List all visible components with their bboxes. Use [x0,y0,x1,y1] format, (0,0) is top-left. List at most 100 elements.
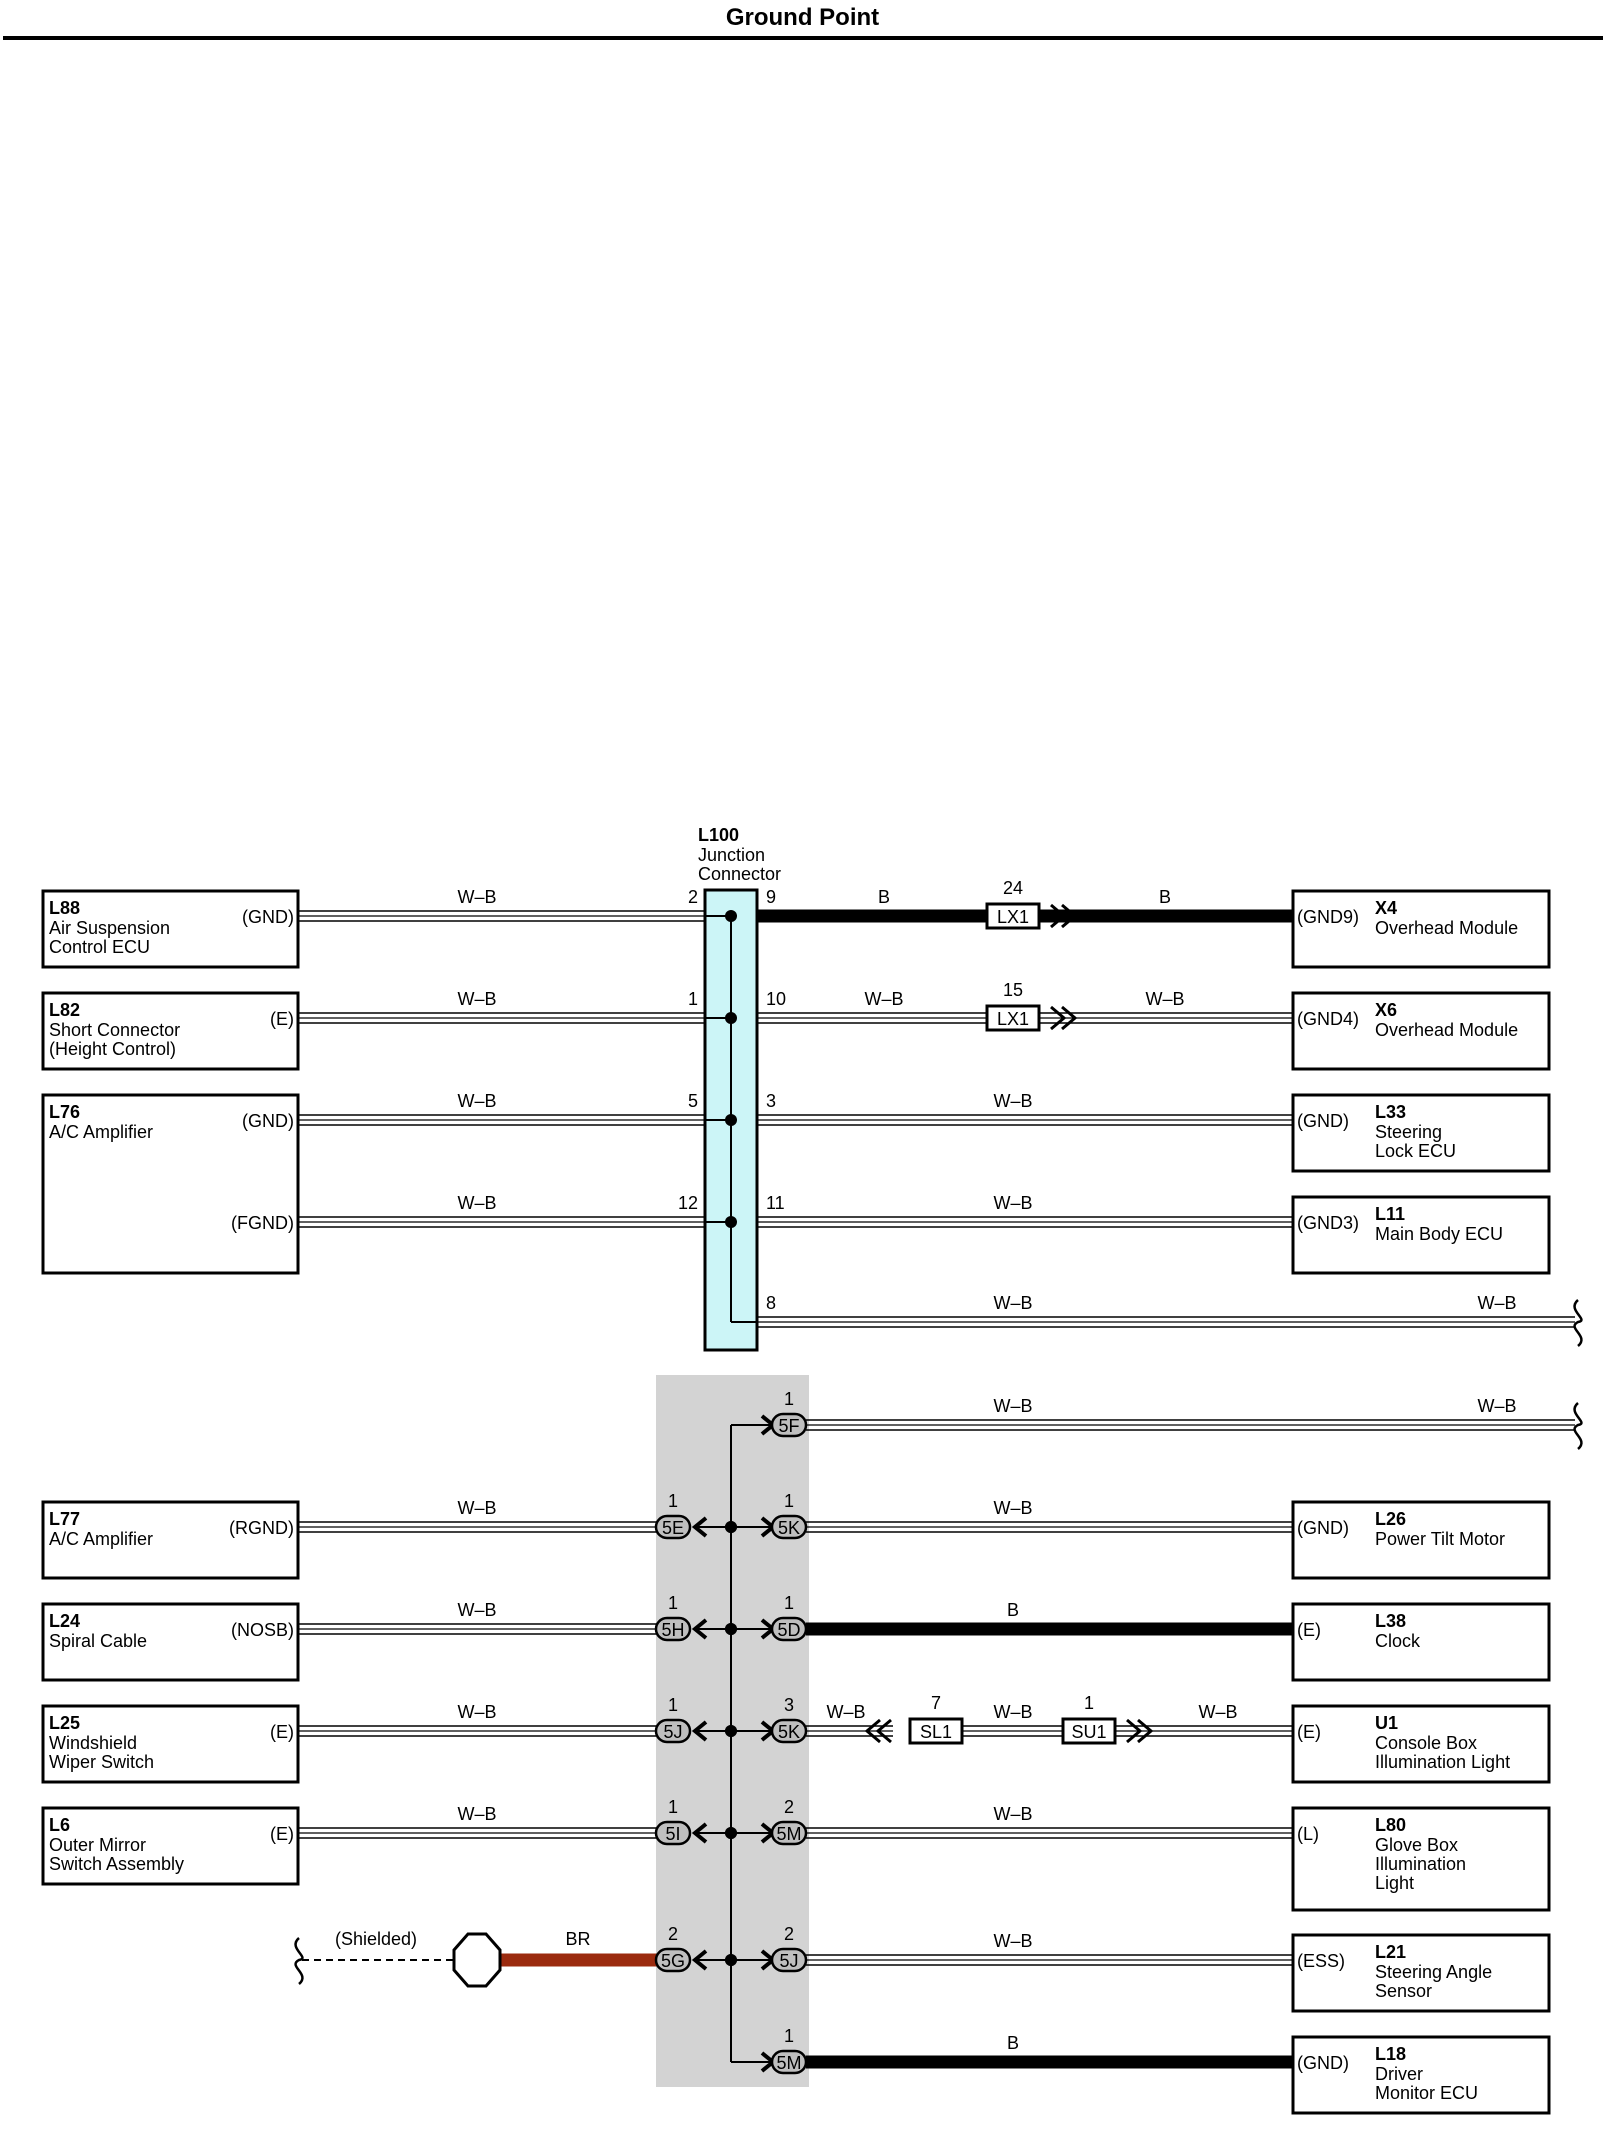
component-name-line: Switch Assembly [49,1854,184,1874]
component-name-line: Clock [1375,1631,1421,1651]
component-code: L77 [49,1509,80,1529]
ground-connector-code: 5J [663,1722,682,1742]
junction-pin-number: 8 [766,1293,776,1313]
ground-connector-code: 5E [662,1518,684,1538]
junction-name-line1: Junction [698,845,765,865]
ground-connector-pill [770,1616,808,1642]
splice-dot [725,1827,737,1839]
component-name-line: Main Body ECU [1375,1224,1503,1244]
ground-connector-code: 5G [661,1951,685,1971]
inline-pin-number: 15 [1003,980,1023,1000]
right-terminal-label: (GND3) [1297,1213,1359,1233]
left-terminal-label: (E) [270,1824,294,1844]
wire-color-label: W–B [993,1193,1032,1213]
ground-connector-pill [770,1718,808,1744]
ground-connector-code: 5K [778,1722,800,1742]
left-terminal-label: (E) [270,1009,294,1029]
junction-pin-number: 12 [678,1193,698,1213]
wire-color-label: W–B [457,1091,496,1111]
ground-connector-pill [770,1412,808,1438]
component-code: L6 [49,1815,70,1835]
ground-pin-number: 1 [668,1593,678,1613]
component-code: L38 [1375,1611,1406,1631]
wire-color-label: W–B [993,1804,1032,1824]
inline-pin-number: 24 [1003,878,1023,898]
junction-pin-number: 10 [766,989,786,1009]
inline-connector-box [1061,1717,1117,1745]
ground-connector-pill [654,1616,692,1642]
page-title: Ground Point [725,4,880,31]
component-name-line: Illumination Light [1375,1752,1510,1772]
ground-pin-number: 1 [784,1593,794,1613]
ground-connector-pill [770,1514,808,1540]
ground-pin-number: 1 [668,1797,678,1817]
shielded-label: (Shielded) [335,1929,417,1949]
inline-connector-box [985,902,1041,930]
junction-pin-number: 2 [688,887,698,907]
right-terminal-label: (E) [1297,1722,1321,1742]
ground-pin-number: 3 [784,1695,794,1715]
connector-chevron [691,1720,708,1742]
connector-double-chevron [1061,1005,1078,1031]
component-code: L88 [49,898,80,918]
wire-color-label: W–B [1145,989,1184,1009]
connector-chevron [691,1949,708,1971]
junction-pin-number: 9 [766,887,776,907]
left-terminal-label: (GND) [242,907,294,927]
component-box [1291,2035,1551,2115]
ground-connector-code: 5H [661,1620,684,1640]
ground-connector-pill [770,2049,808,2075]
right-terminal-label: (ESS) [1297,1951,1345,1971]
right-terminal-label: (L) [1297,1824,1319,1844]
wire-color-label: W–B [1198,1702,1237,1722]
component-name-line: A/C Amplifier [49,1122,153,1142]
component-code: L33 [1375,1102,1406,1122]
component-name-line: Lock ECU [1375,1141,1456,1161]
wire-color-label: W–B [457,1702,496,1722]
component-code: X6 [1375,1000,1397,1020]
right-terminal-label: (GND) [1297,2053,1349,2073]
component-name-line: Console Box [1375,1733,1477,1753]
ground-pin-number: 2 [784,1924,794,1944]
component-name-line: Steering Angle [1375,1962,1492,1982]
component-box [41,1806,300,1886]
ground-connector-pill [654,1820,692,1846]
left-terminal-label: (GND) [242,1111,294,1131]
component-name-line: Overhead Module [1375,1020,1518,1040]
connector-double-chevron [1137,1718,1154,1744]
wire-color-label: W–B [826,1702,865,1722]
splice-dot [725,910,737,922]
component-name-line: Short Connector [49,1020,180,1040]
wire-color-label: W–B [457,1600,496,1620]
component-code: U1 [1375,1713,1398,1733]
component-name-line: Windshield [49,1733,137,1753]
component-box [1291,1195,1551,1275]
splice-dot [725,1012,737,1024]
component-code: X4 [1375,898,1397,918]
wire-color-label: W–B [993,1091,1032,1111]
component-box [41,1500,300,1580]
component-code: L11 [1375,1204,1405,1224]
inline-connector-box [908,1717,964,1745]
connector-double-chevron [1126,1718,1143,1744]
wire-color-label: B [1007,1600,1019,1620]
ground-pin-number: 2 [784,1797,794,1817]
ground-pin-number: 2 [668,1924,678,1944]
ground-connector-code: 5D [777,1620,800,1640]
component-box [1291,1500,1551,1580]
component-box [41,889,300,969]
ground-connector-code: 5M [776,1824,801,1844]
connector-double-chevron [1050,1005,1067,1031]
right-terminal-label: (GND) [1297,1518,1349,1538]
wire-color-label: BR [565,1929,590,1949]
wire-color-label: W–B [993,1702,1032,1722]
wire-continuation-break [1573,1299,1583,1347]
component-name-line: Control ECU [49,937,150,957]
connector-double-chevron [1050,903,1067,929]
ground-connector-pill [770,1947,808,1973]
junction-pin-number: 11 [766,1193,785,1213]
component-name-line: Steering [1375,1122,1442,1142]
component-name-line: Glove Box [1375,1835,1458,1855]
component-box [41,1093,300,1275]
